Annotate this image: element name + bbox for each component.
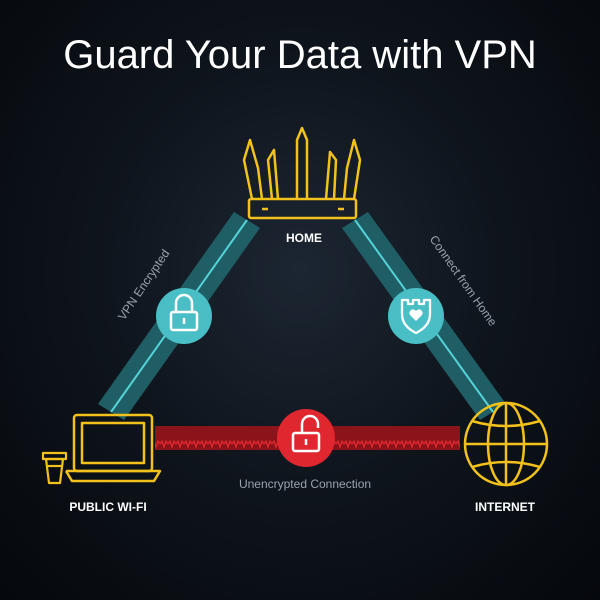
internet-label: INTERNET: [475, 500, 536, 514]
page-title: Guard Your Data with VPN: [63, 33, 537, 77]
laptop-icon: [64, 413, 162, 483]
home-label: HOME: [286, 231, 322, 245]
public-wifi-label: PUBLIC WI-FI: [69, 500, 146, 514]
router-icon: [242, 126, 362, 220]
lock-closed-icon: [156, 288, 212, 344]
unencrypted-connection-label: Unencrypted Connection: [239, 477, 371, 491]
shield-heart-icon: [388, 288, 444, 344]
coffee-cup-icon: [41, 451, 68, 485]
globe-icon: [463, 401, 549, 487]
lock-open-icon: [277, 409, 335, 467]
